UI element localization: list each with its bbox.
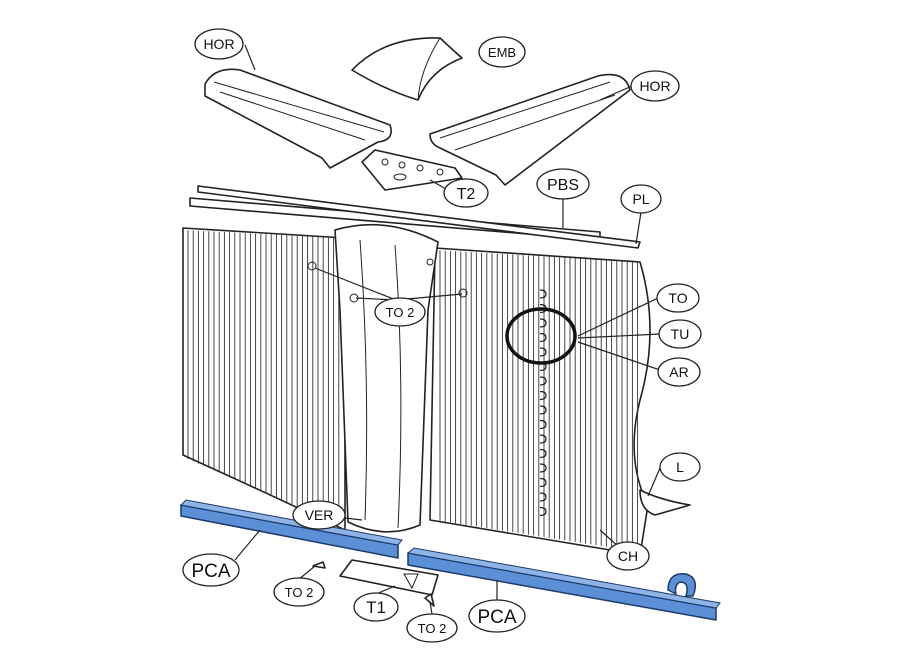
label-to2-top: TO 2 — [374, 297, 426, 327]
hor-left-part — [204, 68, 392, 169]
svg-text:PL: PL — [632, 191, 649, 207]
svg-text:TU: TU — [671, 326, 690, 342]
svg-text:AR: AR — [669, 364, 688, 380]
label-l: L — [659, 452, 701, 482]
label-t1: T1 — [353, 592, 399, 622]
to2-screws — [312, 561, 435, 607]
liner — [639, 489, 691, 516]
svg-text:T1: T1 — [366, 598, 386, 617]
label-hor-left: HOR — [194, 28, 244, 60]
svg-text:L: L — [676, 459, 684, 475]
label-t2: T2 — [443, 178, 489, 208]
label-emb: EMB — [478, 36, 526, 68]
svg-text:VER: VER — [305, 507, 334, 523]
fastener-column — [539, 289, 547, 517]
label-tu: TU — [658, 319, 702, 349]
svg-text:HOR: HOR — [639, 78, 670, 94]
t2-plate — [361, 149, 463, 191]
t1-connector — [339, 559, 439, 596]
svg-text:PCA: PCA — [191, 561, 230, 582]
label-to2-bottom: TO 2 — [406, 613, 458, 643]
emb-part — [351, 37, 463, 101]
label-ar: AR — [657, 357, 701, 387]
to-tu-ar-highlight-circle — [505, 307, 577, 365]
label-ver: VER — [292, 500, 346, 530]
label-pl: PL — [620, 184, 662, 214]
label-pca-right: PCA — [468, 599, 526, 633]
pca-right-rail — [406, 547, 721, 621]
svg-text:TO 2: TO 2 — [386, 305, 415, 320]
hor-right-part — [429, 73, 631, 186]
label-to2-left: TO 2 — [273, 577, 325, 607]
label-pca-left: PCA — [182, 553, 240, 587]
svg-text:EMB: EMB — [488, 45, 516, 60]
svg-text:T2: T2 — [457, 186, 476, 203]
pca-left-rail — [179, 499, 403, 559]
svg-text:HOR: HOR — [203, 36, 234, 52]
svg-text:TO 2: TO 2 — [418, 621, 447, 636]
label-ch: CH — [606, 541, 650, 571]
label-pbs: PBS — [536, 168, 590, 200]
svg-text:PBS: PBS — [547, 177, 579, 194]
svg-text:PCA: PCA — [477, 607, 516, 628]
svg-text:TO 2: TO 2 — [285, 585, 314, 600]
leader-lines — [234, 44, 661, 615]
svg-text:TO: TO — [668, 290, 687, 306]
label-hor-right: HOR — [630, 70, 680, 102]
label-to: TO — [656, 283, 700, 313]
pbs-rail — [189, 185, 641, 249]
svg-text:CH: CH — [618, 548, 638, 564]
